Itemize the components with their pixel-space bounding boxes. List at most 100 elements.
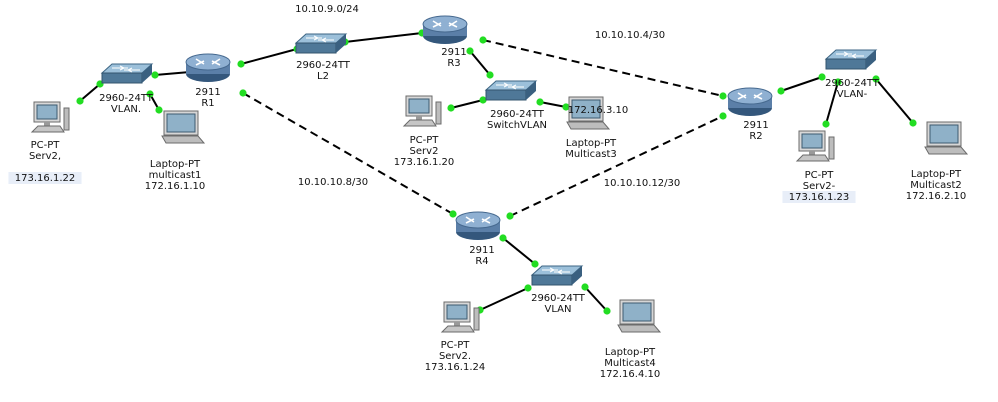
device-label-line: PC-PT bbox=[441, 340, 471, 351]
device-label-line: 173.16.1.20 bbox=[394, 157, 454, 168]
device-label-line: 2960-24TT bbox=[490, 109, 545, 120]
device-label-line: 2911 bbox=[441, 47, 466, 58]
port-status-dot bbox=[603, 307, 611, 315]
label-highlight bbox=[782, 191, 856, 203]
switch-l2[interactable] bbox=[294, 33, 348, 54]
link-r1-l2[interactable] bbox=[240, 48, 298, 65]
device-label-line: VLAN. bbox=[111, 104, 141, 115]
laptop-icon bbox=[924, 121, 969, 155]
port-status-dot bbox=[524, 284, 532, 292]
router-r1[interactable] bbox=[185, 53, 231, 82]
links-layer bbox=[79, 32, 914, 312]
port-status-dot bbox=[562, 103, 570, 111]
device-label-line: Serv2- bbox=[803, 181, 836, 192]
link-pc1-sw1[interactable] bbox=[79, 83, 101, 102]
port-status-dot bbox=[506, 212, 514, 220]
port-status-dot bbox=[479, 96, 487, 104]
device-label-line: Laptop-PT bbox=[911, 169, 962, 180]
ip-lp3-label: 172.16.3.10 bbox=[568, 105, 628, 116]
router-r3[interactable] bbox=[422, 15, 468, 44]
net-r1-r4-label: 10.10.10.8/30 bbox=[298, 177, 368, 188]
device-label-line: 173.16.1.23 bbox=[789, 192, 849, 203]
port-status-dot bbox=[479, 36, 487, 44]
link-sw1-r1[interactable] bbox=[154, 71, 191, 76]
device-label-line: 2911 bbox=[743, 120, 768, 131]
link-r1-r4[interactable] bbox=[242, 92, 454, 215]
desktop-pc-icon bbox=[30, 101, 70, 133]
pc-pc1[interactable] bbox=[30, 101, 70, 133]
laptop-lp4[interactable] bbox=[617, 299, 662, 333]
desktop-pc-icon bbox=[402, 95, 442, 127]
router-r4[interactable] bbox=[455, 211, 501, 240]
switch-sw4[interactable] bbox=[530, 265, 584, 286]
device-label-line: 172.16.2.10 bbox=[906, 191, 966, 202]
laptop-icon bbox=[566, 96, 611, 130]
pc-pc4[interactable] bbox=[440, 301, 480, 333]
devices-layer bbox=[30, 15, 969, 333]
device-label-line: PC-PT bbox=[410, 135, 440, 146]
port-status-dot bbox=[146, 90, 154, 98]
router-icon bbox=[185, 53, 231, 82]
device-label-line: VLAN bbox=[545, 304, 572, 315]
device-label-line: 2960-24TT bbox=[531, 293, 586, 304]
pc-pc3[interactable] bbox=[402, 95, 442, 127]
device-label-line: Serv2. bbox=[439, 351, 471, 362]
link-pc3-sw3[interactable] bbox=[450, 99, 484, 109]
device-label-line: VLAN- bbox=[837, 89, 868, 100]
port-status-dot bbox=[818, 73, 826, 81]
link-sw3-lp3[interactable] bbox=[539, 101, 567, 108]
device-label-line: PC-PT bbox=[31, 140, 61, 151]
link-sw4-pc4[interactable] bbox=[479, 287, 529, 311]
label-highlight bbox=[8, 172, 82, 184]
link-sw2-pc2[interactable] bbox=[825, 81, 839, 125]
link-l2-r3[interactable] bbox=[344, 32, 423, 43]
router-icon bbox=[727, 87, 773, 116]
router-r2[interactable] bbox=[727, 87, 773, 116]
switch-sw3[interactable] bbox=[484, 80, 538, 101]
net-r3-r2-label: 10.10.10.4/30 bbox=[595, 30, 665, 41]
port-status-dot bbox=[834, 78, 842, 86]
link-sw4-lp4[interactable] bbox=[584, 286, 608, 312]
device-label-line: 2960-24TT bbox=[296, 60, 351, 71]
device-label-line: multicast1 bbox=[149, 170, 202, 181]
port-status-dot bbox=[872, 75, 880, 83]
switch-icon bbox=[530, 265, 584, 286]
link-r4-r2[interactable] bbox=[509, 115, 724, 217]
port-status-dot bbox=[466, 47, 474, 55]
link-r2-sw2[interactable] bbox=[780, 76, 823, 92]
device-label-line: PC-PT bbox=[805, 170, 835, 181]
switch-icon bbox=[484, 80, 538, 101]
port-status-dot bbox=[486, 71, 494, 79]
pc-pc2[interactable] bbox=[795, 130, 835, 162]
device-label-line: 173.16.1.24 bbox=[425, 362, 485, 373]
port-status-dot bbox=[499, 234, 507, 242]
link-r3-r2[interactable] bbox=[482, 39, 724, 97]
port-status-dot bbox=[237, 60, 245, 68]
device-label-line: 2960-24TT bbox=[825, 78, 880, 89]
device-label-line: L2 bbox=[317, 71, 329, 82]
device-label-line: 2911 bbox=[469, 245, 494, 256]
laptop-lp2[interactable] bbox=[924, 121, 969, 155]
switch-sw2[interactable] bbox=[824, 49, 878, 70]
device-label-line: Multicast4 bbox=[604, 358, 656, 369]
laptop-lp3[interactable] bbox=[566, 96, 611, 130]
link-r4-sw4[interactable] bbox=[502, 237, 536, 265]
port-status-dot bbox=[531, 260, 539, 268]
device-label-line: R3 bbox=[447, 58, 460, 69]
port-status-dot bbox=[536, 98, 544, 106]
device-label-line: R4 bbox=[475, 256, 488, 267]
switch-sw1[interactable] bbox=[100, 63, 154, 84]
device-label-line: Serv2, bbox=[29, 151, 61, 162]
device-label-line: 172.16.4.10 bbox=[600, 369, 660, 380]
router-icon bbox=[455, 211, 501, 240]
port-status-dot bbox=[239, 89, 247, 97]
device-label-line: 172.16.1.10 bbox=[145, 181, 205, 192]
link-sw2-lp2[interactable] bbox=[875, 78, 914, 124]
link-r3-sw3[interactable] bbox=[469, 50, 491, 76]
switch-icon bbox=[294, 33, 348, 54]
port-status-dot bbox=[719, 92, 727, 100]
laptop-lp1[interactable] bbox=[161, 110, 206, 144]
desktop-pc-icon bbox=[795, 130, 835, 162]
router-icon bbox=[422, 15, 468, 44]
